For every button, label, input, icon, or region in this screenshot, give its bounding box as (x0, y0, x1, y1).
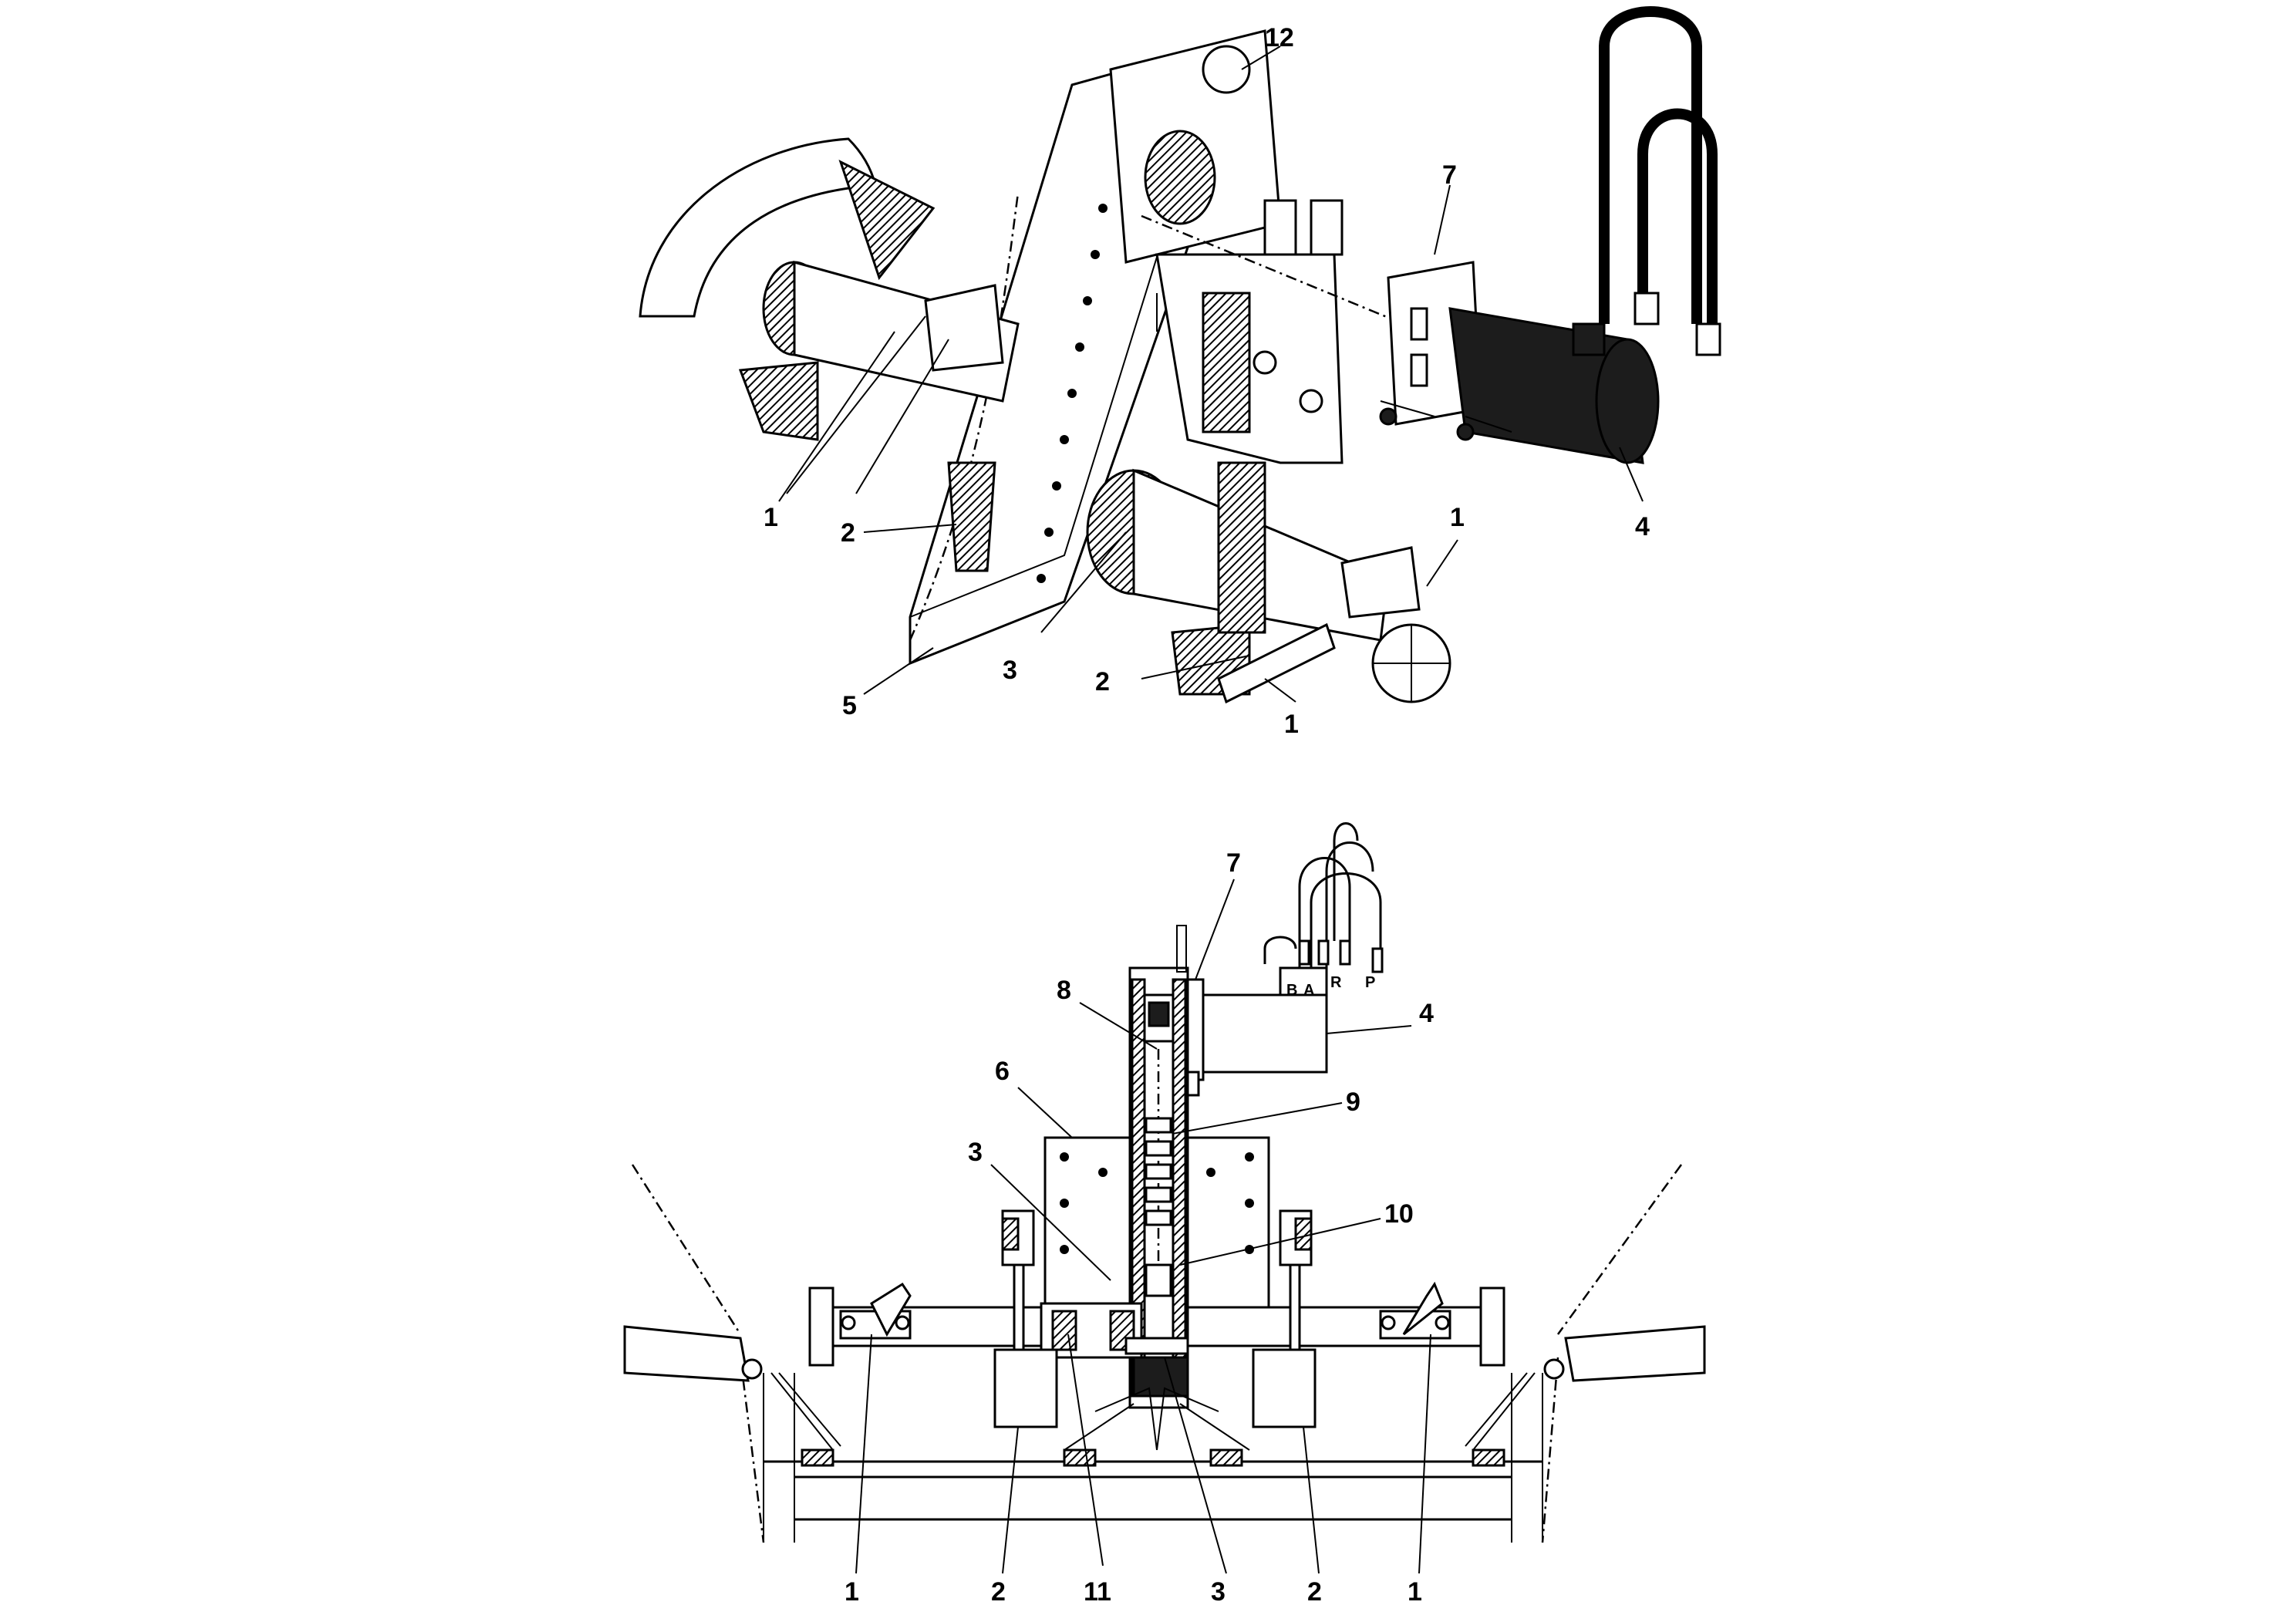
callouts-top: 12 7 1 2 4 1 3 2 5 1 (764, 23, 1650, 739)
support-bracket (1141, 199, 1404, 464)
frame-outline-right (1541, 1164, 1683, 1543)
callout-label: 3 (1211, 1577, 1226, 1607)
callout-label: 5 (842, 691, 857, 720)
callout-label: 4 (1635, 512, 1650, 541)
callout-label: 11 (1084, 1577, 1111, 1607)
leader-lines-bottom (855, 878, 1431, 1574)
callout-label: 1 (764, 503, 778, 532)
port-labels: B A R P (1286, 974, 1375, 999)
bolts (1156, 293, 1512, 441)
isometric-view: 12 7 1 2 4 1 3 2 5 1 (639, 6, 1721, 739)
hydraulic-hoses-section (1263, 822, 1384, 973)
pivot-left (741, 1358, 763, 1380)
hydraulic-hoses (1599, 6, 1721, 356)
callout-label: 3 (968, 1138, 983, 1167)
port-p-label: P (1365, 974, 1375, 991)
callout-label: 2 (841, 518, 855, 548)
base-frame (763, 1372, 1543, 1543)
callout-label: 1 (1450, 503, 1465, 532)
bracket-plate (1109, 29, 1282, 264)
callout-label: 6 (995, 1057, 1010, 1086)
drive-column (1128, 925, 1189, 1409)
latch-right (1379, 1281, 1451, 1340)
adapter-plate (1387, 261, 1482, 426)
lower-leg (947, 461, 996, 572)
section-view: B A R P (623, 822, 1706, 1607)
rotation-arrow (639, 137, 936, 318)
cross-tee-left (993, 1209, 1058, 1428)
callout-label: 3 (1003, 656, 1017, 685)
callout-label: 4 (1419, 999, 1434, 1028)
callout-label: 7 (1226, 848, 1241, 878)
callout-label: 2 (1095, 667, 1110, 696)
upper-shaft (738, 261, 1020, 441)
callout-label: 7 (1442, 160, 1457, 190)
port-a-label: A (1303, 982, 1314, 999)
hydraulic-motor-section (1186, 966, 1328, 1097)
callout-label: 8 (1057, 976, 1071, 1005)
callout-label: 2 (991, 1577, 1006, 1607)
port-r-label: R (1330, 974, 1342, 991)
callouts-bottom: 7 8 4 6 9 3 10 1 2 11 3 2 1 (845, 848, 1434, 1607)
latch-left (839, 1282, 912, 1340)
side-arm-right (1564, 1325, 1706, 1382)
side-arm-left (623, 1325, 750, 1382)
port-b-label: B (1286, 982, 1297, 999)
hydraulic-motor (1448, 307, 1660, 464)
callout-label: 1 (1284, 710, 1299, 739)
pivot-right (1543, 1358, 1565, 1380)
callout-label: 1 (845, 1577, 859, 1607)
callout-label: 12 (1265, 23, 1294, 52)
callout-label: 10 (1384, 1199, 1414, 1229)
leader-lines-top (778, 46, 1644, 703)
struts (1064, 1387, 1250, 1451)
callout-label: 1 (1408, 1577, 1422, 1607)
callout-label: 2 (1307, 1577, 1322, 1607)
callout-label: 9 (1346, 1088, 1360, 1117)
frame-outline-left (631, 1164, 765, 1543)
lower-shaft (1086, 461, 1451, 704)
